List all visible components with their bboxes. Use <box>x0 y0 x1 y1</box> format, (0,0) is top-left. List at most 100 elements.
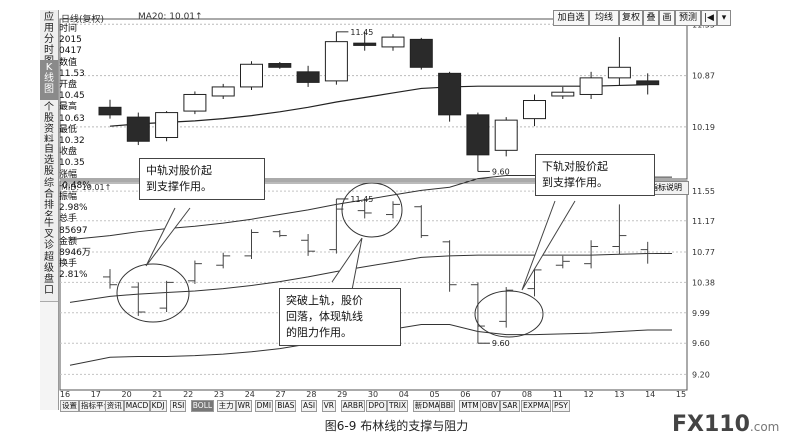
indicator-tab-13[interactable]: ARBR <box>340 400 366 412</box>
indicator-tab-20[interactable]: SAR <box>500 400 520 412</box>
lower-band-callout: 下轨对股价起 到支撑作用。 <box>535 154 655 196</box>
indicator-tab-7[interactable]: 主力 <box>216 400 236 412</box>
upper-panel-frame <box>59 18 688 180</box>
indicator-tab-0[interactable]: 设置 <box>60 400 79 412</box>
mid-band-line <box>69 253 672 303</box>
mode-label: 日线(复权) <box>61 15 105 25</box>
x-tick: 24 <box>245 390 255 399</box>
info-item: 8946万 <box>59 248 91 259</box>
ma-label: MA20: 10.01↑ <box>138 12 203 22</box>
indicator-tab-2[interactable]: 资讯 <box>104 400 124 412</box>
side-tab-7[interactable]: 超 级 盘 口 <box>40 250 58 302</box>
info-item: 收盘 <box>59 147 78 158</box>
callout-line: 中轨对股价起 <box>146 164 212 177</box>
left-tab-strip: 应 用分 时 图K 线 图个 股 资 料自 选 股综 合 排 名牛 叉 诊 股超… <box>40 10 59 410</box>
info-item: 10.32 <box>59 136 85 147</box>
indicator-tab-4[interactable]: KDJ <box>149 400 167 412</box>
upper-callout-pointer <box>331 237 363 291</box>
mid-callout-pointer <box>145 207 191 267</box>
candle-body <box>579 77 603 95</box>
indicator-tab-11[interactable]: ASI <box>301 400 318 412</box>
toolbar-btn-4[interactable]: 画 <box>659 10 675 26</box>
x-tick: 17 <box>91 390 101 399</box>
indicator-tab-14[interactable]: DPO <box>366 400 387 412</box>
info-item: 换手 <box>59 259 78 270</box>
x-tick: 11 <box>553 390 563 399</box>
x-tick: 14 <box>645 390 655 399</box>
callout-line: 下轨对股价起 <box>542 160 608 173</box>
indicator-tab-17[interactable]: BBI <box>438 400 456 412</box>
watermark-text: FX110 <box>672 412 750 437</box>
x-tick: 30 <box>368 390 378 399</box>
indicator-tab-1[interactable]: 指标平台 <box>79 400 113 412</box>
x-tick: 22 <box>183 390 193 399</box>
info-item: 金额 <box>59 236 78 247</box>
ma20-line <box>109 84 648 127</box>
figure-caption: 图6-9 布林线的支撑与阻力 <box>324 419 469 433</box>
x-tick: 23 <box>214 390 224 399</box>
info-item: -0.48% <box>59 180 91 191</box>
upper-high-annotation: 11.45 <box>350 28 373 37</box>
callout-line: 突破上轨，股价 <box>286 294 363 307</box>
toolbar-btn-2[interactable]: 复权 <box>619 10 643 26</box>
indicator-tab-15[interactable]: TRIX <box>387 400 409 412</box>
indicator-tab-10[interactable]: BIAS <box>275 400 297 412</box>
x-tick: 06 <box>460 390 470 399</box>
candle-body <box>98 106 122 116</box>
indicator-tab-19[interactable]: OBV <box>479 400 500 412</box>
callout-line: 到支撑作用。 <box>542 176 608 189</box>
indicator-tab-8[interactable]: WR <box>235 400 253 412</box>
info-item: 总手 <box>59 214 78 225</box>
info-item: 最高 <box>59 102 78 113</box>
indicator-tab-12[interactable]: VR <box>321 400 336 412</box>
info-item: 振幅 <box>59 192 78 203</box>
lower-y-tick: 9.20 <box>692 370 710 379</box>
lower-low-annotation: 9.60 <box>492 339 510 348</box>
lower-y-tick: 10.38 <box>692 278 715 287</box>
candle-body <box>636 80 660 86</box>
indicator-tab-22[interactable]: PSY <box>552 400 570 412</box>
info-item: 11.53 <box>59 68 85 79</box>
x-tick: 20 <box>122 390 132 399</box>
toolbar-btn-5[interactable]: 预测 <box>675 10 701 26</box>
candle-body <box>324 41 348 82</box>
x-tick: 07 <box>491 390 501 399</box>
upper-band-callout: 突破上轨，股价 回落，体现轨线 的阻力作用。 <box>279 288 401 346</box>
lower-y-tick: 9.60 <box>692 339 710 348</box>
watermark-suffix: .com <box>749 420 780 434</box>
mid-support-ellipse <box>116 263 190 323</box>
indicator-tab-3[interactable]: MACD <box>123 400 151 412</box>
indicator-tab-9[interactable]: DMI <box>254 400 274 412</box>
indicator-tab-5[interactable]: RSI <box>170 400 187 412</box>
candle-body <box>296 71 320 83</box>
lower-panel-frame <box>59 180 688 391</box>
indicator-tab-21[interactable]: EXPMA <box>521 400 552 412</box>
info-item: 数值 <box>59 57 78 68</box>
indicator-tab-6[interactable]: BOLL <box>190 400 215 412</box>
upper-low-annotation: 9.60 <box>492 167 510 176</box>
candle-body <box>607 66 631 79</box>
x-tick: 04 <box>399 390 409 399</box>
candle-body <box>268 63 292 68</box>
candle-body <box>211 86 235 97</box>
x-tick: 29 <box>337 390 347 399</box>
candle-body <box>381 36 405 48</box>
indicator-tab-16[interactable]: 新DMA <box>412 400 442 412</box>
toolbar-btn-1[interactable]: 均线 <box>589 10 619 26</box>
mid-band-callout: 中轨对股价起 到支撑作用。 <box>139 158 265 200</box>
info-item: 10.35 <box>59 158 85 169</box>
indicator-tab-18[interactable]: MTM <box>459 400 481 412</box>
mid-label: MID: 10.01↑ <box>61 183 112 192</box>
candle-body <box>126 116 150 142</box>
toolbar-btn-6[interactable]: |◀ <box>701 10 717 26</box>
toolbar-btn-0[interactable]: 加自选 <box>553 10 589 26</box>
info-item: 2015 <box>59 35 82 46</box>
toolbar-btn-7[interactable]: ▾ <box>717 10 731 26</box>
x-tick: 12 <box>584 390 594 399</box>
candle-body <box>438 72 462 116</box>
lower-support-ellipse <box>474 290 544 338</box>
toolbar-btn-3[interactable]: 叠 <box>643 10 659 26</box>
upper-y-tick: 10.87 <box>692 72 715 81</box>
info-item: 2.98% <box>59 203 88 214</box>
